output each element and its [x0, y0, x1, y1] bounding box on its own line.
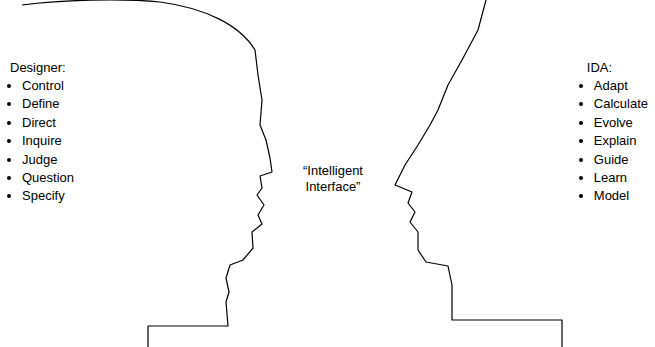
- role-item: Calculate: [594, 95, 648, 113]
- role-item: Direct: [22, 114, 74, 132]
- head-outline: [22, 0, 272, 347]
- head-node: Designer:ControlDefineDirectInquireJudge…: [0, 0, 300, 347]
- role-list: AdaptCalculateEvolveExplainGuideLearnMod…: [580, 77, 648, 206]
- role-item: Specify: [22, 187, 74, 205]
- role-item: Control: [22, 77, 74, 95]
- center-label: “Intelligent Interface”: [286, 163, 380, 195]
- role-item: Question: [22, 169, 74, 187]
- head-node: IDA:AdaptCalculateEvolveExplainGuideLear…: [330, 0, 655, 347]
- role-item: Guide: [594, 151, 648, 169]
- role-item: Learn: [594, 169, 648, 187]
- role-item: Define: [22, 95, 74, 113]
- role-item: Adapt: [594, 77, 648, 95]
- role-item: Explain: [594, 132, 648, 150]
- role-list: ControlDefineDirectInquireJudgeQuestionS…: [8, 77, 74, 206]
- head-outline: [395, 0, 562, 347]
- role-item: Inquire: [22, 132, 74, 150]
- role-heading: IDA:: [587, 59, 612, 77]
- role-item: Model: [594, 187, 648, 205]
- role-heading: Designer:: [10, 59, 66, 77]
- role-item: Evolve: [594, 114, 648, 132]
- role-item: Judge: [22, 151, 74, 169]
